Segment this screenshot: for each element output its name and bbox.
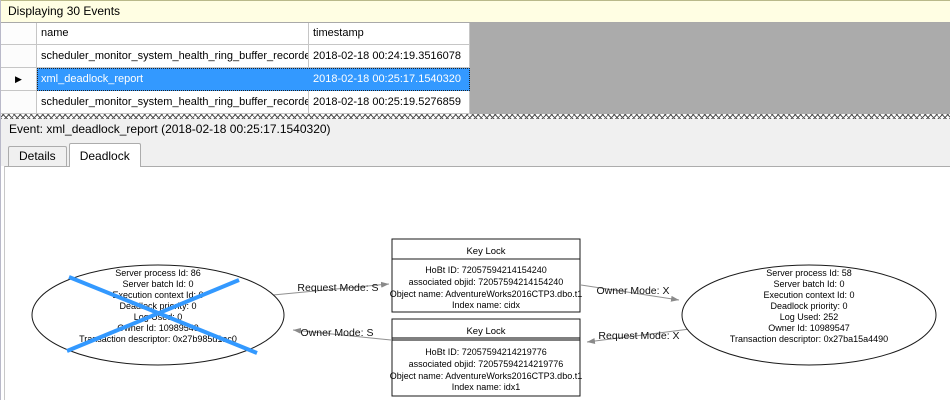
event-title-bar: Event: xml_deadlock_report (2018-02-18 0… <box>1 119 950 140</box>
tab-deadlock[interactable]: Deadlock <box>68 143 141 167</box>
victim-cross-icon <box>68 275 258 355</box>
events-count-header: Displaying 30 Events <box>1 0 950 23</box>
column-header-name[interactable]: name <box>37 23 309 45</box>
table-row-selected[interactable]: ▶ xml_deadlock_report 2018-02-18 00:25:1… <box>1 68 470 91</box>
edge-request-mode-x: Request Mode: X <box>586 328 691 344</box>
cell-name[interactable]: scheduler_monitor_system_health_ring_buf… <box>37 45 309 68</box>
cell-timestamp[interactable]: 2018-02-18 00:25:17.1540320 <box>309 68 470 91</box>
row-selector-cell[interactable]: ▶ <box>1 68 37 91</box>
process-line: Execution context Id: 0 <box>112 290 203 300</box>
row-cells: scheduler_monitor_system_health_ring_buf… <box>37 45 470 68</box>
process-line: Execution context Id: 0 <box>763 290 854 300</box>
cell-name[interactable]: scheduler_monitor_system_health_ring_buf… <box>37 91 309 114</box>
horizontal-splitter[interactable] <box>1 114 950 119</box>
resource-line: HoBt ID: 72057594214219776 <box>425 347 547 357</box>
resource-node-keylock-top: Key Lock HoBt ID: 72057594214154240 asso… <box>390 238 582 313</box>
resource-title: Key Lock <box>466 246 505 257</box>
deadlock-graph: Request Mode: S Owner Mode: S Owner Mode… <box>31 238 937 397</box>
row-selector-cell[interactable] <box>1 45 37 68</box>
resource-line: associated objid: 72057594214154240 <box>409 277 564 287</box>
process-line: Server process Id: 58 <box>766 268 852 278</box>
cell-name[interactable]: xml_deadlock_report <box>37 68 309 91</box>
deadlock-graph-panel: Request Mode: S Owner Mode: S Owner Mode… <box>4 166 950 400</box>
edge-label-owner-s: Owner Mode: S <box>301 327 374 339</box>
current-row-arrow-icon: ▶ <box>15 73 22 84</box>
edge-owner-mode-s: Owner Mode: S <box>292 327 392 341</box>
process-line: Server process Id: 86 <box>115 268 201 278</box>
row-cells: scheduler_monitor_system_health_ring_buf… <box>37 91 470 114</box>
process-line: Deadlock priority: 0 <box>119 301 196 311</box>
resource-rect <box>391 318 581 397</box>
grid-header-row: name timestamp <box>1 23 470 45</box>
process-line: Server batch Id: 0 <box>773 279 844 289</box>
table-row[interactable]: scheduler_monitor_system_health_ring_buf… <box>1 45 470 68</box>
resource-line: Index name: cidx <box>452 300 521 310</box>
edge-label-request-s: Request Mode: S <box>297 282 378 294</box>
process-node-victim: Server process Id: 86 Server batch Id: 0… <box>31 264 285 366</box>
process-ellipse <box>681 264 937 366</box>
edge-label-request-x: Request Mode: X <box>598 330 679 342</box>
edge-owner-mode-x: Owner Mode: X <box>580 284 680 302</box>
event-title-label: Event: xml_deadlock_report (2018-02-18 0… <box>9 122 331 136</box>
edge-request-mode-s: Request Mode: S <box>272 281 390 296</box>
row-cells: xml_deadlock_report 2018-02-18 00:25:17.… <box>37 68 470 91</box>
process-line: Transaction descriptor: 0x27b985d1ac0 <box>79 334 237 344</box>
events-grid-area: name timestamp scheduler_monitor_system_… <box>1 23 950 114</box>
table-row[interactable]: scheduler_monitor_system_health_ring_buf… <box>1 91 470 114</box>
cell-timestamp[interactable]: 2018-02-18 00:25:19.5276859 <box>309 91 470 114</box>
events-grid: name timestamp scheduler_monitor_system_… <box>1 23 470 114</box>
events-count-label: Displaying 30 Events <box>8 4 121 18</box>
process-line: Server batch Id: 0 <box>122 279 193 289</box>
process-line: Deadlock priority: 0 <box>770 301 847 311</box>
victim-cross-icon <box>66 278 240 353</box>
resource-line: Index name: idx1 <box>452 382 521 392</box>
resource-line: associated objid: 72057594214219776 <box>409 359 564 369</box>
edge-label-owner-x: Owner Mode: X <box>597 285 670 297</box>
resource-line: Object name: AdventureWorks2016CTP3.dbo.… <box>390 371 582 381</box>
resource-line: Object name: AdventureWorks2016CTP3.dbo.… <box>390 289 582 299</box>
process-node-other: Server process Id: 58 Server batch Id: 0… <box>681 264 937 366</box>
resource-rect <box>391 238 581 313</box>
resource-title-divider <box>392 337 580 341</box>
process-line: Log Used: 0 <box>134 312 183 322</box>
resource-line: HoBt ID: 72057594214154240 <box>425 265 547 275</box>
process-line: Log Used: 252 <box>780 312 839 322</box>
row-selector-header-cell <box>1 23 37 45</box>
resource-title: Key Lock <box>466 326 505 337</box>
row-selector-cell[interactable] <box>1 91 37 114</box>
process-line: Transaction descriptor: 0x27ba15a4490 <box>730 334 888 344</box>
process-line: Owner Id: 10989547 <box>768 323 850 333</box>
resource-node-keylock-bottom: Key Lock HoBt ID: 72057594214219776 asso… <box>390 318 582 397</box>
cell-timestamp[interactable]: 2018-02-18 00:24:19.3516078 <box>309 45 470 68</box>
process-line: Owner Id: 10989549 <box>117 323 199 333</box>
tab-strip: Details Deadlock <box>1 140 950 167</box>
tab-details[interactable]: Details <box>8 146 67 166</box>
column-header-timestamp[interactable]: timestamp <box>309 23 470 45</box>
